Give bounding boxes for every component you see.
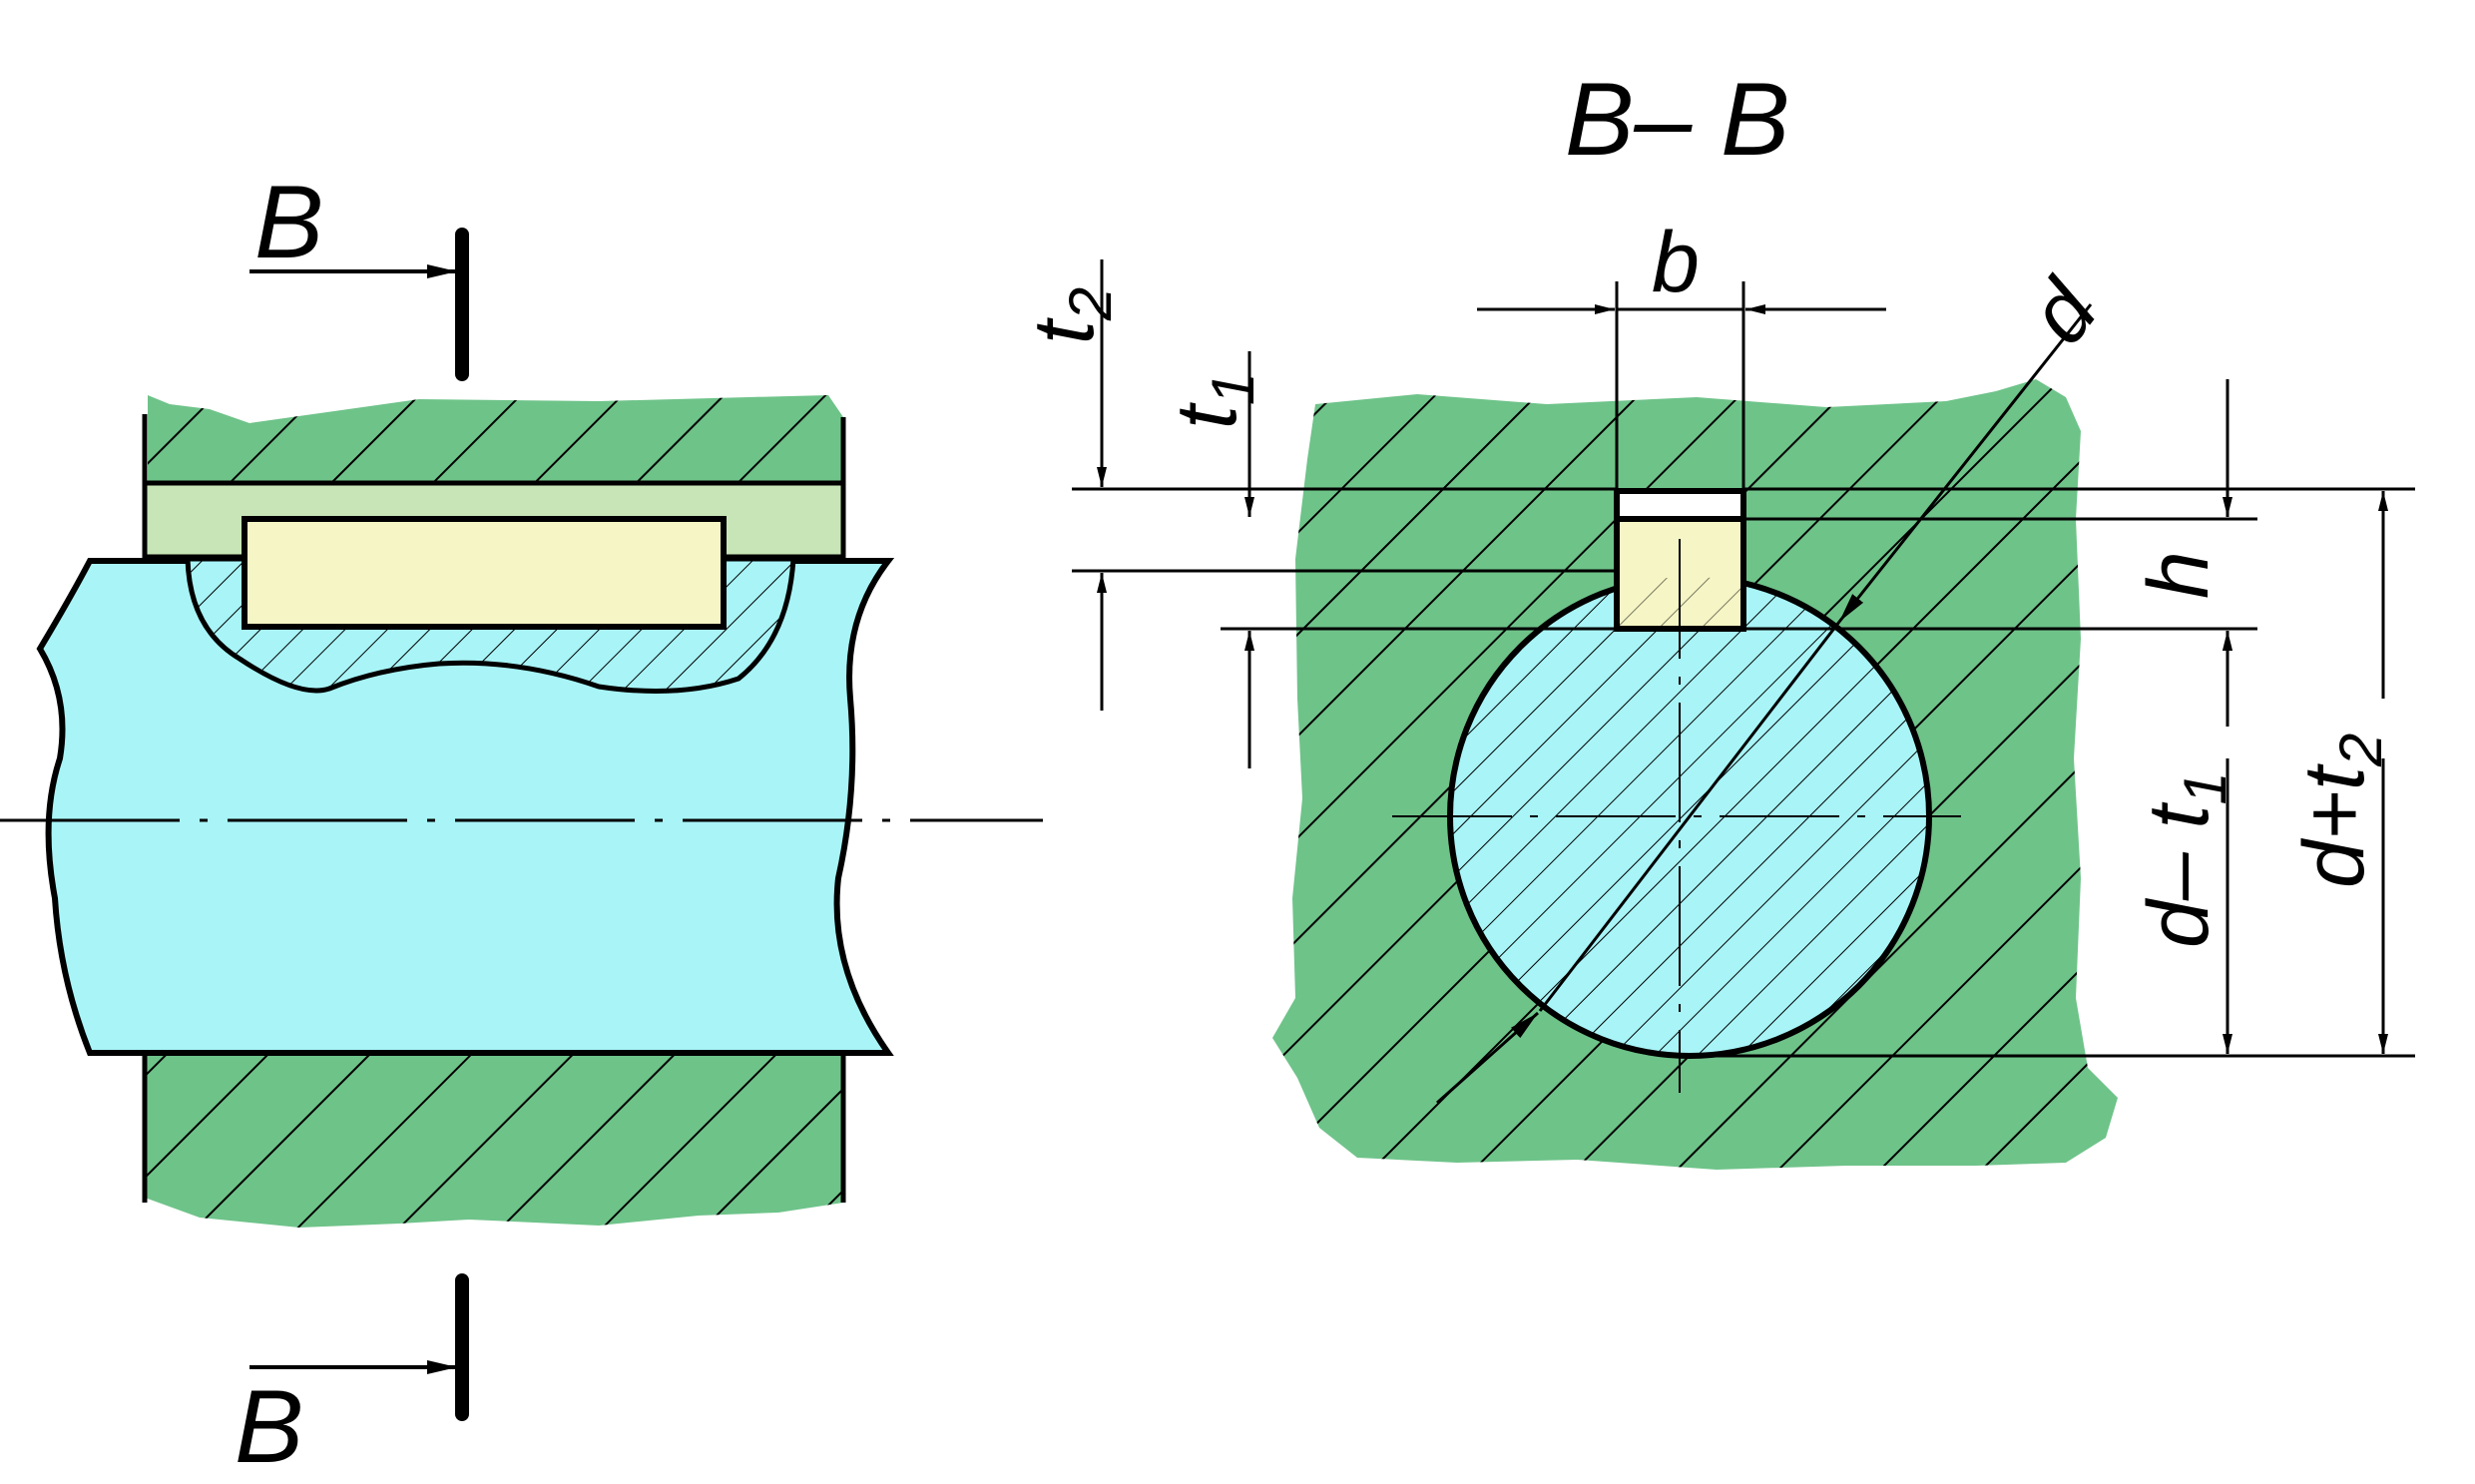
dim-d-plus-t2-sub: 2	[2327, 734, 2394, 767]
dim-h-label: h	[2131, 551, 2227, 599]
right-view: B– B b	[1016, 62, 2415, 1170]
hub-keyway-gap	[1614, 488, 1746, 522]
dim-d-minus-t1-main: d– t	[2131, 801, 2227, 948]
dim-t1: t1	[1159, 351, 1266, 768]
dim-t2-main: t	[1016, 317, 1112, 344]
cut-marker-bottom-label: B	[235, 1369, 303, 1484]
dim-d-minus-t1-label: d– t1	[2131, 771, 2238, 948]
cut-marker-bottom: B	[235, 1273, 469, 1484]
key-longitudinal	[242, 516, 727, 630]
dim-b-label: b	[1652, 215, 1700, 310]
dim-t1-main: t	[1159, 402, 1254, 429]
dim-d-minus-t1: d– t1	[2131, 631, 2238, 1054]
dim-d-plus-t2: d+t2	[2286, 491, 2394, 1054]
section-title: B– B	[1565, 62, 1789, 178]
left-view: B B	[0, 165, 1043, 1484]
lower-hub	[142, 1053, 846, 1228]
dim-h: h	[2131, 379, 2232, 727]
cut-marker-top-label: B	[254, 165, 323, 280]
cut-marker-top: B	[249, 165, 469, 381]
dim-b: b	[1477, 215, 1886, 314]
dim-t2-label: t2	[1016, 287, 1124, 344]
dim-d-minus-t1-sub: 1	[2172, 771, 2238, 804]
dim-t2: t2	[1016, 259, 1124, 711]
dim-t2-sub: 2	[1057, 287, 1124, 321]
dim-d-plus-t2-main: d+t	[2286, 763, 2382, 888]
dim-d-plus-t2-label: d+t2	[2286, 734, 2394, 888]
dim-t1-label: t1	[1159, 372, 1266, 429]
dim-t1-sub: 1	[1200, 372, 1266, 405]
dim-d-label: d	[2010, 261, 2117, 360]
